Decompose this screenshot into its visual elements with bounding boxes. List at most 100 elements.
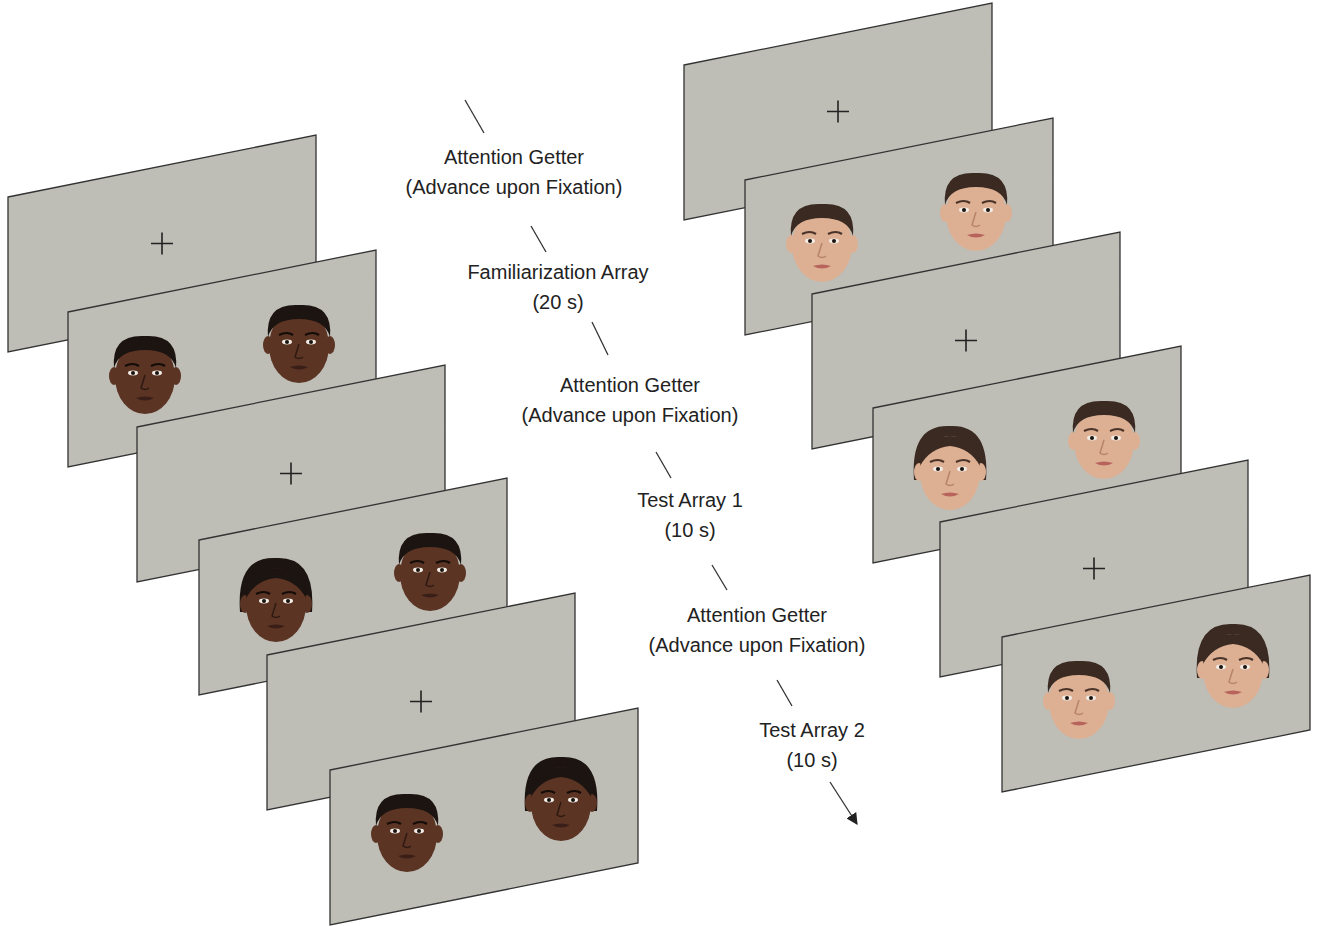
- step-label: Familiarization Array (20 s): [458, 257, 658, 317]
- nose: [972, 212, 980, 227]
- pupil: [1243, 665, 1247, 669]
- eye: [1087, 436, 1097, 441]
- pupil: [131, 371, 135, 375]
- eye: [1086, 696, 1096, 701]
- mouth: [813, 265, 831, 269]
- eye: [437, 568, 447, 573]
- brow: [1110, 429, 1124, 431]
- eye: [1240, 665, 1250, 670]
- eye: [933, 467, 943, 472]
- mouth: [1070, 722, 1088, 726]
- fixation-cross: [280, 463, 302, 485]
- brow: [256, 592, 270, 594]
- eye: [128, 371, 138, 376]
- nose: [557, 802, 565, 817]
- pupil: [1219, 665, 1223, 669]
- eye: [1216, 665, 1226, 670]
- hair: [531, 767, 591, 797]
- pupil: [440, 568, 444, 572]
- eye: [152, 371, 162, 376]
- nose: [295, 344, 303, 359]
- nose: [141, 375, 149, 390]
- face-photo: [940, 173, 1012, 251]
- eye: [306, 340, 316, 345]
- fixation-cross: [955, 330, 977, 352]
- pupil: [832, 239, 836, 243]
- hair: [791, 204, 853, 236]
- face-photo: [1043, 661, 1115, 739]
- eye: [390, 829, 400, 834]
- hair: [1203, 634, 1263, 664]
- hair: [1073, 401, 1135, 433]
- pupil: [1089, 696, 1093, 700]
- nose: [403, 833, 411, 848]
- mouth: [1224, 691, 1242, 695]
- nose: [1100, 440, 1108, 455]
- face-photo: [786, 204, 858, 282]
- brow: [279, 333, 293, 335]
- brow: [567, 791, 581, 793]
- pupil: [962, 208, 966, 212]
- pupil: [936, 467, 940, 471]
- pupil: [262, 599, 266, 603]
- mouth: [941, 493, 959, 497]
- brow: [828, 232, 842, 234]
- brow: [387, 822, 401, 824]
- screen-panel: [1002, 575, 1310, 792]
- head: [1203, 634, 1263, 708]
- eye: [568, 798, 578, 803]
- face-photo: [1197, 624, 1270, 708]
- pupil: [309, 340, 313, 344]
- fixation-cross: [827, 101, 849, 123]
- pupil: [960, 467, 964, 471]
- pupil: [1114, 436, 1118, 440]
- brow: [282, 592, 296, 594]
- face-photo: [263, 305, 335, 383]
- hair: [399, 533, 461, 565]
- nose: [272, 603, 280, 618]
- pupil: [393, 829, 397, 833]
- pupil: [416, 568, 420, 572]
- pupil: [1065, 696, 1069, 700]
- brow: [956, 460, 970, 462]
- brow: [1213, 658, 1227, 660]
- mouth: [967, 234, 985, 238]
- hair: [945, 173, 1007, 205]
- fixation-cross: [151, 233, 173, 255]
- eye: [283, 599, 293, 604]
- fixation-cross: [410, 691, 432, 713]
- brow: [1084, 429, 1098, 431]
- brow: [982, 201, 996, 203]
- eye: [805, 239, 815, 244]
- brow: [125, 364, 139, 366]
- step-label: Attention Getter (Advance upon Fixation): [643, 600, 871, 660]
- step-label: Test Array 2 (10 s): [747, 715, 877, 775]
- hair: [920, 436, 980, 466]
- nose: [1075, 700, 1083, 715]
- step-label: Attention Getter (Advance upon Fixation): [516, 370, 744, 430]
- face-photo: [394, 533, 466, 611]
- head: [531, 767, 591, 841]
- nose: [426, 572, 434, 587]
- eye: [259, 599, 269, 604]
- screen-panel: [330, 708, 638, 925]
- brow: [802, 232, 816, 234]
- eye: [829, 239, 839, 244]
- nose: [1229, 669, 1237, 684]
- hair: [114, 336, 176, 368]
- mouth: [421, 594, 439, 598]
- brow: [956, 201, 970, 203]
- hair: [376, 794, 438, 826]
- eye: [957, 467, 967, 472]
- face-photo: [1068, 401, 1140, 479]
- brow: [151, 364, 165, 366]
- step-label: Attention Getter (Advance upon Fixation): [400, 142, 628, 202]
- brow: [410, 561, 424, 563]
- brow: [930, 460, 944, 462]
- pupil: [1090, 436, 1094, 440]
- eye: [1111, 436, 1121, 441]
- mouth: [290, 366, 308, 370]
- pupil: [986, 208, 990, 212]
- brow: [413, 822, 427, 824]
- brow: [1085, 689, 1099, 691]
